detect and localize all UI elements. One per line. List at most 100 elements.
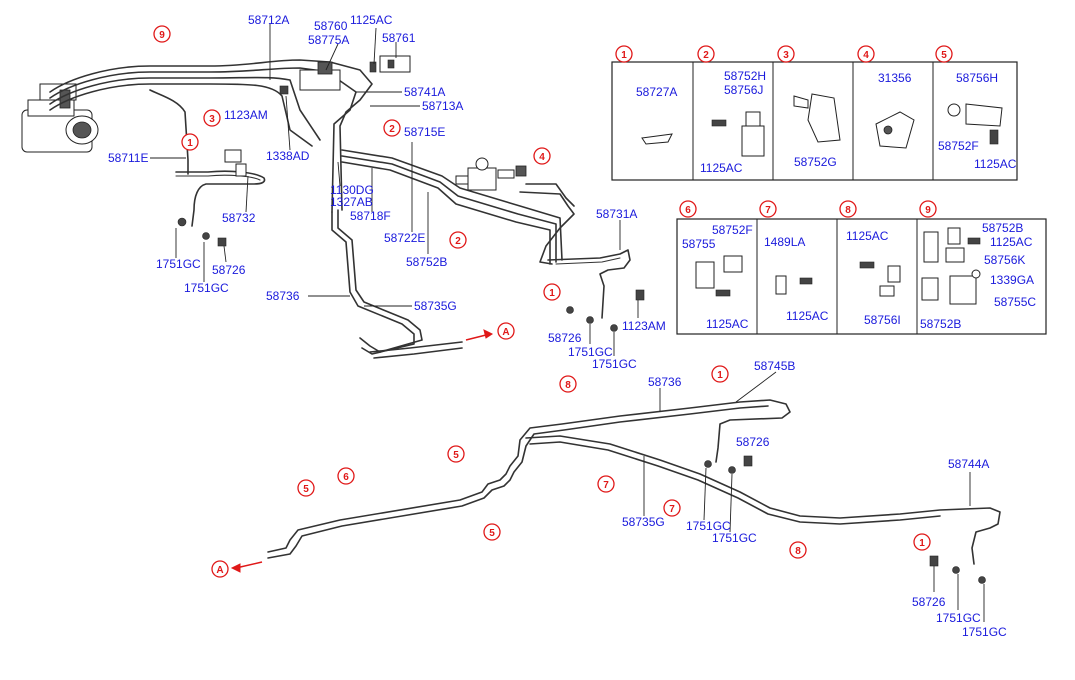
reference-arrow-A-top: A (465, 322, 515, 341)
proportioning-valve (455, 157, 527, 191)
hose-58732 (175, 85, 289, 247)
panel8-label-0: 1125AC (846, 229, 889, 243)
label-1130DG: 1130DG (330, 183, 374, 197)
callout-5-b: 5 (297, 479, 315, 497)
svg-text:8: 8 (795, 546, 801, 557)
svg-text:8: 8 (845, 205, 851, 216)
label-1125AC-top: 1125AC (350, 13, 393, 27)
callout-2-b: 2 (449, 231, 467, 249)
label-1338AD: 1338AD (266, 149, 310, 163)
label-58735G-b: 58735G (622, 515, 665, 529)
label-58726-b: 58726 (548, 331, 582, 345)
label-58731A: 58731A (596, 207, 637, 221)
panel6-label-1: 58755 (682, 237, 716, 251)
panel-callout-5: 5 (935, 45, 953, 63)
callout-1-c: 1 (711, 365, 729, 383)
panel-callout-8: 8 (839, 200, 857, 218)
callout-7-b: 7 (663, 499, 681, 517)
svg-text:2: 2 (455, 236, 461, 247)
panel1-label-0: 58727A (636, 85, 677, 99)
svg-text:5: 5 (489, 528, 495, 539)
brake-lines-lower (267, 399, 1001, 584)
callout-1-d: 1 (913, 533, 931, 551)
svg-text:4: 4 (863, 50, 869, 61)
panel5-label-0: 58756H (956, 71, 998, 85)
ref-A-bottom-text: A (216, 565, 223, 576)
callout-7-a: 7 (597, 475, 615, 493)
label-1123AM-a: 1123AM (224, 108, 268, 122)
panel9-label-2: 58756K (984, 253, 1025, 267)
bracket-58712A (299, 55, 411, 91)
svg-text:5: 5 (941, 50, 947, 61)
label-58715E: 58715E (404, 125, 445, 139)
label-58760: 58760 (314, 19, 348, 33)
ref-A-top-text: A (502, 327, 509, 338)
label-58745B: 58745B (754, 359, 795, 373)
callout-8-a: 8 (559, 375, 577, 393)
brake-lines-upper-left (49, 59, 373, 213)
label-1751GC-a: 1751GC (156, 257, 201, 271)
panel2-label-0: 58752H (724, 69, 766, 83)
label-58741A: 58741A (404, 85, 445, 99)
panel7-label-0: 1489LA (764, 235, 805, 249)
part-labels: 58712A 58760 1125AC 58775A 58761 58741A … (108, 13, 1007, 639)
label-58732: 58732 (222, 211, 256, 225)
panel9-label-1: 1125AC (990, 235, 1033, 249)
label-1751GC-c: 1751GC (568, 345, 613, 359)
label-58713A: 58713A (422, 99, 463, 113)
panel9-label-0: 58752B (982, 221, 1023, 235)
panel2-label-2: 1125AC (700, 161, 743, 175)
label-58752B-main: 58752B (406, 255, 447, 269)
label-58726-c: 58726 (736, 435, 770, 449)
panel9-label-4: 58755C (994, 295, 1036, 309)
svg-text:3: 3 (209, 114, 215, 125)
panel-labels: 58727A 58752H 58756J 1125AC 58752G 31356… (636, 69, 1036, 331)
label-58744A: 58744A (948, 457, 989, 471)
label-58736-a: 58736 (266, 289, 300, 303)
panel-callout-1: 1 (615, 45, 633, 63)
reference-arrow-A-bottom: A (211, 560, 263, 578)
panel2-label-1: 58756J (724, 83, 763, 97)
callout-5-a: 5 (447, 445, 465, 463)
svg-text:1: 1 (187, 138, 193, 149)
callout-4-a: 4 (533, 147, 551, 165)
svg-text:1: 1 (621, 50, 627, 61)
svg-text:1: 1 (919, 538, 925, 549)
svg-text:2: 2 (389, 124, 395, 135)
svg-text:2: 2 (703, 50, 709, 61)
svg-text:1: 1 (717, 370, 723, 381)
callout-9-top: 9 (153, 25, 171, 43)
svg-text:9: 9 (925, 205, 931, 216)
label-58712A: 58712A (248, 13, 289, 27)
svg-text:6: 6 (685, 205, 691, 216)
callout-6-a: 6 (337, 467, 355, 485)
parts-panel-row2 (676, 218, 1047, 335)
svg-text:4: 4 (539, 152, 545, 163)
panel9-label-3: 1339GA (990, 273, 1034, 287)
panel8-label-1: 58756I (864, 313, 901, 327)
label-1751GC-f: 1751GC (712, 531, 757, 545)
panel-callout-9: 9 (919, 200, 937, 218)
panel5-label-1: 58752F (938, 139, 979, 153)
label-58761: 58761 (382, 31, 416, 45)
svg-text:1: 1 (549, 288, 555, 299)
svg-text:7: 7 (603, 480, 609, 491)
label-58711E: 58711E (108, 151, 148, 165)
callout-8-b: 8 (789, 541, 807, 559)
svg-text:5: 5 (303, 484, 309, 495)
svg-text:3: 3 (783, 50, 789, 61)
callout-1-a: 1 (181, 133, 199, 151)
label-58736-b: 58736 (648, 375, 682, 389)
brake-lines-right-upper (519, 183, 645, 332)
parts-panel-row1 (611, 61, 1018, 181)
panel-callout-6: 6 (679, 200, 697, 218)
label-58726-a: 58726 (212, 263, 246, 277)
label-58726-d: 58726 (912, 595, 946, 609)
label-58722E: 58722E (384, 231, 425, 245)
panel9-label-5: 58752B (920, 317, 961, 331)
svg-text:7: 7 (669, 504, 675, 515)
label-1751GC-e: 1751GC (686, 519, 731, 533)
panel4-label-0: 31356 (878, 71, 912, 85)
label-58775A: 58775A (308, 33, 349, 47)
